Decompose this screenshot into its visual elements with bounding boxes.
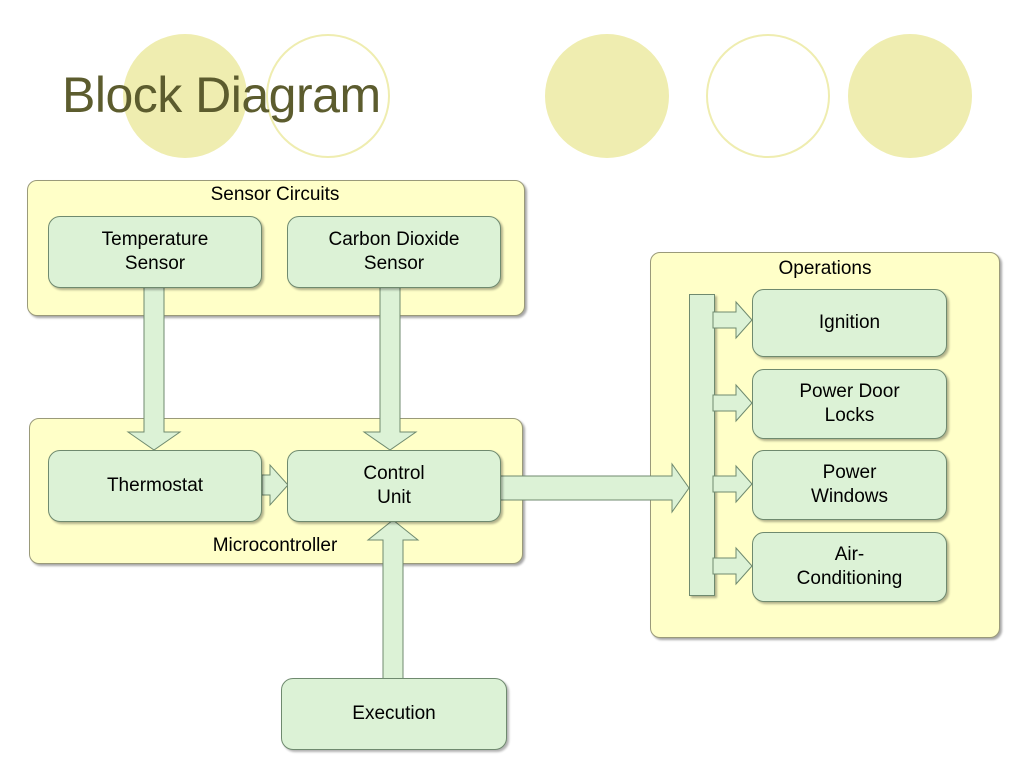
control-unit-block: Control Unit	[287, 450, 501, 522]
decorative-circle-3	[545, 34, 669, 158]
execution-block: Execution	[281, 678, 507, 750]
slide-title: Block Diagram	[62, 67, 381, 123]
microcontroller-label: Microcontroller	[212, 535, 338, 556]
decorative-circle-1	[123, 34, 247, 158]
temperature-sensor-block: Temperature Sensor	[48, 216, 262, 288]
operations-label: Operations	[778, 258, 872, 279]
thermostat-block: Thermostat	[48, 450, 262, 522]
decorative-circle-2	[266, 34, 390, 158]
power-door-locks-block: Power Door Locks	[752, 369, 947, 439]
sensor-circuits-label: Sensor Circuits	[210, 184, 340, 205]
power-windows-block: Power Windows	[752, 450, 947, 520]
decorative-circle-4	[706, 34, 830, 158]
ignition-block: Ignition	[752, 289, 947, 357]
air-conditioning-block: Air- Conditioning	[752, 532, 947, 602]
carbon-dioxide-sensor-block: Carbon Dioxide Sensor	[287, 216, 501, 288]
operations-bus-bar	[689, 294, 715, 596]
decorative-circle-5	[848, 34, 972, 158]
